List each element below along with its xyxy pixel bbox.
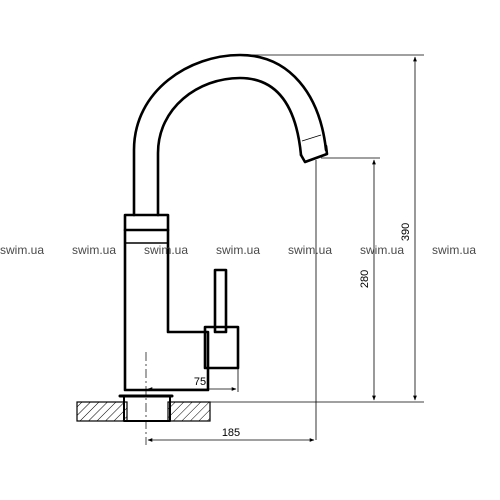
dimension-label-390: 390: [400, 223, 412, 241]
watermark-text: swim.ua: [288, 243, 332, 257]
watermark-text: swim.ua: [0, 243, 44, 257]
handle-lever: [213, 268, 228, 334]
watermark-text: swim.ua: [216, 243, 260, 257]
spout-outer: [132, 53, 328, 217]
mounting-base: [123, 395, 171, 422]
watermark-row: swim.ua swim.ua swim.ua swim.ua swim.ua swim.…: [0, 243, 476, 257]
handle-cartridge: [203, 325, 240, 370]
countertop-left: [76, 401, 128, 422]
spout-tip: [299, 144, 329, 164]
spout-tip-inner: [301, 134, 322, 142]
watermark-text: swim.ua: [72, 243, 116, 257]
spout-inner: [156, 76, 303, 217]
dimension-label-280: 280: [359, 270, 371, 288]
watermark-text: swim.ua: [360, 243, 404, 257]
watermark-text: swim.ua: [432, 243, 476, 257]
watermark-text: swim.ua: [144, 243, 188, 257]
dimension-label-185: 185: [222, 427, 240, 439]
faucet-body: [123, 213, 210, 392]
countertop-right: [167, 401, 211, 422]
dimension-label-75: 75: [194, 376, 206, 388]
